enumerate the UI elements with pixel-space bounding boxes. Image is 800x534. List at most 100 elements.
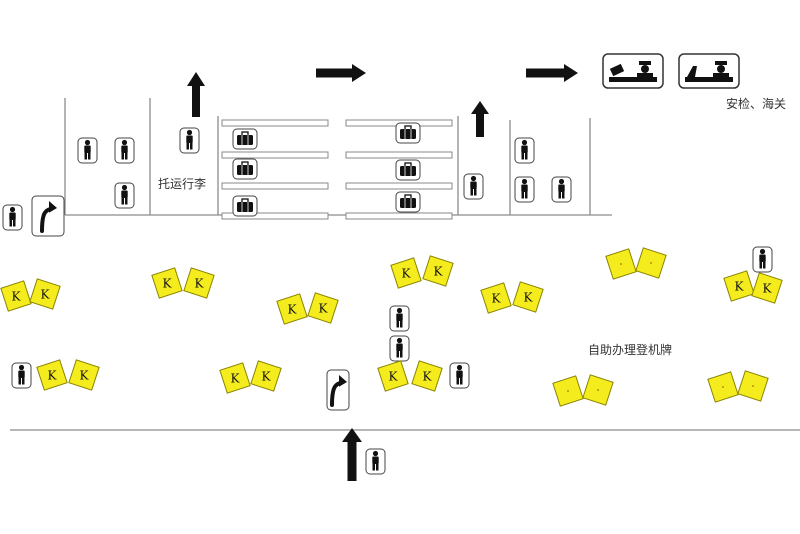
person-box: [114, 137, 135, 164]
person-box: [77, 137, 98, 164]
person-box: [514, 137, 535, 164]
person-box: [449, 362, 470, 389]
flow-arrow-icon: [526, 64, 578, 82]
customs-officer-icon: [685, 61, 733, 82]
conveyor-belt: [345, 182, 453, 190]
person-icon: [521, 178, 528, 199]
flow-arrow-icon: [187, 72, 205, 117]
kiosk-letter: K: [262, 370, 272, 384]
customs-officer-icon-box: [678, 53, 740, 89]
person-icon: [18, 364, 25, 385]
conveyor-belt: [345, 212, 453, 220]
conveyor-belt: [221, 119, 329, 127]
person-box: [514, 176, 535, 203]
person-box: [551, 176, 572, 203]
person-icon: [9, 206, 16, 227]
turn-arrow-icon: [330, 375, 347, 407]
baggage-box: [232, 195, 258, 217]
baggage-box: [232, 158, 258, 180]
baggage-box: [395, 191, 421, 213]
suitcase-icon: [237, 161, 253, 175]
kiosk-letter: K: [319, 302, 329, 316]
turn-arrow-box: [326, 369, 350, 411]
kiosk: K: [480, 282, 512, 314]
kiosk: K: [29, 278, 61, 310]
kiosk: K: [219, 362, 251, 394]
kiosk-letter: K: [41, 288, 51, 302]
person-icon: [372, 450, 379, 471]
person-box: [463, 173, 484, 200]
kiosk-letter: K: [163, 277, 173, 291]
turn-arrow-icon: [40, 201, 57, 233]
kiosk-letter: K: [195, 277, 205, 291]
suitcase-icon: [237, 131, 253, 145]
walls: [10, 98, 800, 431]
kiosk-letter: K: [389, 370, 399, 384]
person-icon: [121, 184, 128, 205]
person-icon: [521, 139, 528, 160]
kiosk: K: [723, 270, 755, 302]
kiosk: K: [151, 267, 183, 299]
flow-arrow-icon: [471, 101, 489, 137]
person-icon: [470, 175, 477, 196]
kiosk: [737, 370, 769, 402]
label-self-checkin: 自助办理登机牌: [588, 343, 673, 357]
conveyor-belt: [345, 151, 453, 159]
person-box: [389, 305, 410, 332]
kiosk-letter: K: [12, 290, 22, 304]
kiosk-letter: K: [231, 372, 241, 386]
person-icon: [396, 307, 403, 328]
person-icon: [121, 139, 128, 160]
kiosk-letter: K: [735, 280, 745, 294]
conveyor-belt: [221, 182, 329, 190]
kiosk: K: [377, 360, 409, 392]
turn-arrow-box: [31, 195, 65, 237]
kiosk-letter: K: [48, 369, 58, 383]
security-officer-icon-box: [602, 53, 664, 89]
kiosk: K: [307, 292, 339, 324]
conveyor-left: [221, 119, 329, 220]
kiosk: K: [36, 359, 68, 391]
person-box: [752, 246, 773, 273]
conveyor-belt: [221, 212, 329, 220]
kiosk-letter: K: [524, 291, 534, 305]
kiosk: K: [512, 281, 544, 313]
kiosk: [552, 375, 584, 407]
kiosk: [582, 374, 614, 406]
kiosk: K: [0, 280, 32, 312]
kiosk: K: [250, 360, 282, 392]
kiosk: [707, 371, 739, 403]
kiosk-letter: K: [423, 370, 433, 384]
person-icon: [186, 129, 193, 150]
label-security-customs: 安检、海关: [726, 97, 787, 111]
flow-arrow-icon: [342, 428, 362, 481]
icon-boxes: [2, 53, 773, 475]
kiosk-letter: K: [434, 265, 444, 279]
person-box: [365, 448, 386, 475]
person-box: [114, 182, 135, 209]
kiosk-letter: K: [288, 303, 298, 317]
kiosk: K: [751, 272, 783, 304]
kiosk: K: [68, 359, 100, 391]
kiosk: [605, 248, 637, 280]
kiosk-letter: K: [492, 292, 502, 306]
kiosk-letter: K: [402, 267, 412, 281]
conveyor-belt: [221, 151, 329, 159]
person-icon: [84, 139, 91, 160]
security-officer-icon: [609, 61, 657, 82]
person-icon: [759, 248, 766, 269]
person-icon: [396, 337, 403, 358]
flow-arrows: [187, 64, 578, 481]
person-icon: [456, 364, 463, 385]
kiosk: K: [422, 255, 454, 287]
baggage-box: [232, 128, 258, 150]
flow-arrow-icon: [316, 64, 366, 82]
kiosk: K: [183, 267, 215, 299]
baggage-box: [395, 122, 421, 144]
label-checked-baggage: 托运行李: [158, 177, 207, 191]
person-box: [179, 127, 200, 154]
person-box: [389, 335, 410, 362]
